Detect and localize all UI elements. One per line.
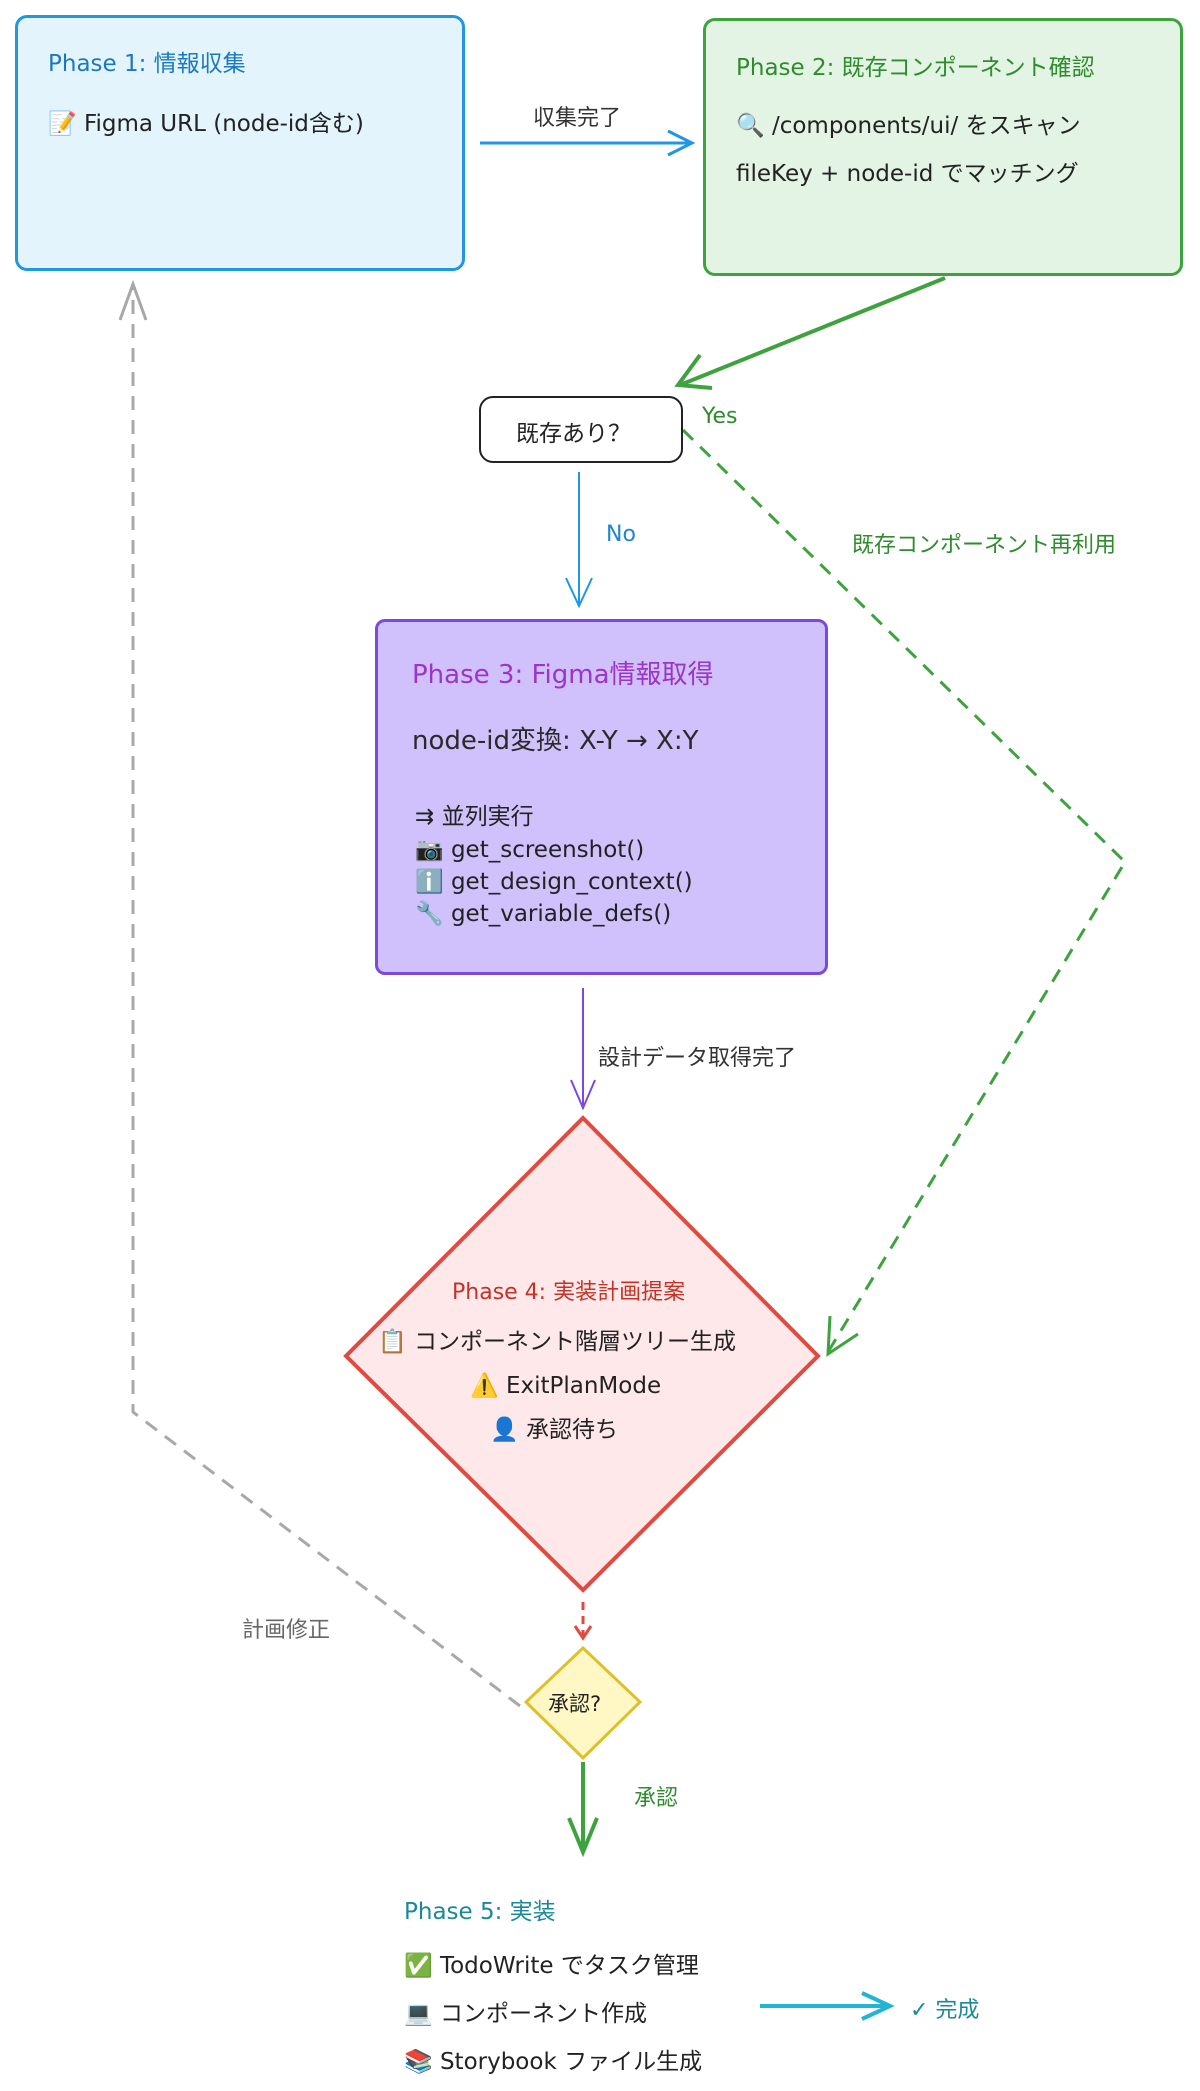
edge-label-yes: Yes: [702, 404, 738, 429]
edge-revise-arrowhead: [118, 279, 148, 321]
phase4-item: 📋 コンポーネント階層ツリー生成: [378, 1329, 736, 1355]
phase5-title: Phase 5: 実装: [404, 1899, 556, 1925]
phase4-title: Phase 4: 実装計画提案: [452, 1280, 686, 1305]
edge-approve-arrowhead: [567, 1817, 599, 1858]
decision-approval-label: 承認?: [548, 1692, 602, 1716]
phase1-title: Phase 1: 情報収集: [48, 51, 246, 77]
phase2-title: Phase 2: 既存コンポーネント確認: [736, 55, 1095, 81]
edge-label-revise: 計画修正: [242, 1618, 331, 1643]
edge-p2-decision-arrowhead: [674, 353, 713, 390]
edge-revise: [131, 286, 521, 1708]
decision-existing: [479, 396, 683, 463]
phase4-item: 👤 承認待ち: [490, 1417, 618, 1443]
edge-p2-decision: [679, 276, 946, 387]
edge-collected-arrowhead: [667, 129, 696, 157]
edge-label-design-done: 設計データ取得完了: [598, 1046, 797, 1071]
phase2-box: [703, 18, 1183, 276]
phase5-item: 📚 Storybook ファイル生成: [404, 2049, 703, 2075]
phase2-item: fileKey + node-id でマッチング: [736, 161, 1079, 187]
phase5-item: ✅ TodoWrite でタスク管理: [404, 1953, 699, 1979]
edge-design-done-arrowhead: [570, 1079, 596, 1111]
edge-label-done: ✓ 完成: [910, 1998, 980, 2023]
phase3-call: ℹ️ get_design_context(): [415, 869, 693, 895]
phase1-item: 📝 Figma URL (node-id含む): [48, 111, 364, 137]
phase3-conversion: node-id変換: X-Y → X:Y: [412, 726, 699, 756]
approval-diamond: [523, 1645, 643, 1761]
phase3-call: 📷 get_screenshot(): [415, 837, 645, 863]
decision-existing-label: 既存あり？: [516, 421, 631, 447]
edge-label-reuse: 既存コンポーネント再利用: [852, 533, 1117, 558]
edge-yes-reuse-arrowhead: [826, 1315, 859, 1357]
phase1-box: [15, 15, 465, 271]
edge-no-arrowhead: [565, 577, 593, 609]
edge-done-arrowhead: [861, 1991, 895, 2021]
edge-label-approve: 承認: [634, 1786, 679, 1811]
edge-label-no: No: [606, 522, 636, 547]
phase5-item: 💻 コンポーネント作成: [404, 2001, 647, 2027]
phase3-title: Phase 3: Figma情報取得: [412, 660, 714, 690]
phase3-box: [375, 619, 828, 975]
phase3-parallel: ⇉ 並列実行: [415, 804, 534, 830]
phase3-call: 🔧 get_variable_defs(): [415, 901, 672, 927]
phase4-diamond: [343, 1115, 821, 1593]
edge-p4-approval-arrowhead: [573, 1625, 593, 1641]
phase2-item: 🔍 /components/ui/ をスキャン: [736, 113, 1081, 139]
edge-label-collected: 収集完了: [533, 106, 622, 131]
phase4-item: ⚠️ ExitPlanMode: [470, 1373, 662, 1399]
